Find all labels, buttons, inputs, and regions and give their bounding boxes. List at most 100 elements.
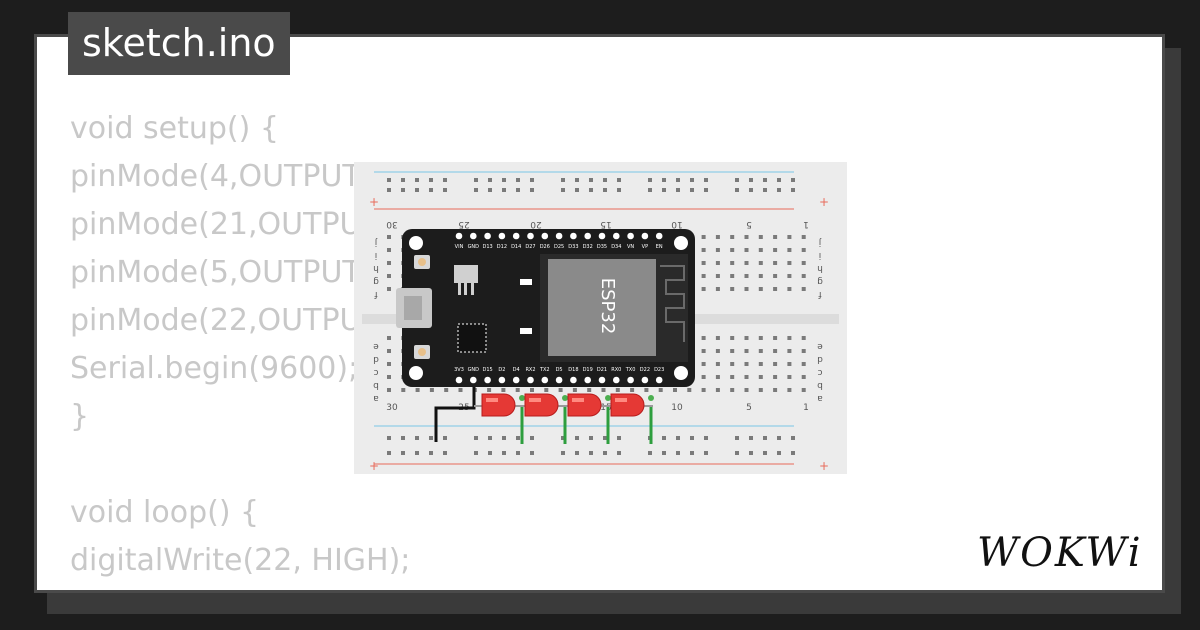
esp32-pin[interactable] [527, 232, 534, 240]
breadboard-hole [589, 178, 593, 182]
breadboard-label: 15 [600, 219, 611, 229]
mount-hole-icon [674, 366, 688, 380]
esp32-pin[interactable] [555, 232, 563, 240]
breadboard-hole [387, 362, 391, 366]
esp32-pin[interactable] [455, 232, 463, 240]
card-shadow-right [1165, 48, 1181, 614]
esp32-pin[interactable] [584, 376, 591, 384]
code-line: digitalWrite(21, LOW); [70, 585, 410, 590]
breadboard-hole [676, 436, 680, 440]
esp32-pin[interactable] [541, 232, 549, 240]
breadboard-hole [387, 261, 391, 265]
breadboard-label: h [373, 263, 379, 273]
breadboard-hole [787, 336, 792, 340]
breadboard-hole [617, 178, 621, 182]
esp32-pin-label: D18 [568, 367, 578, 373]
esp32-pin[interactable] [598, 376, 606, 384]
breadboard-label: 1 [803, 219, 809, 229]
breadboard-hole [516, 188, 520, 192]
breadboard-hole [387, 436, 391, 440]
esp32-pin-label: D22 [640, 367, 650, 373]
breadboard-hole [791, 436, 795, 440]
voltage-regulator [454, 265, 478, 283]
esp32-pin[interactable] [484, 376, 491, 384]
esp32-pin[interactable] [455, 376, 463, 384]
breadboard-hole [429, 451, 433, 455]
esp32-pin-label: D15 [482, 367, 492, 373]
breadboard-hole [387, 349, 391, 353]
esp32-pin[interactable] [484, 232, 491, 240]
breadboard-hole [673, 388, 677, 392]
breadboard-label: 15 [600, 403, 611, 413]
esp32-pin-label: GND [468, 244, 480, 250]
esp32-pin[interactable] [627, 232, 634, 240]
breadboard-hole [561, 451, 565, 455]
breadboard-hole [429, 436, 433, 440]
esp32-pin[interactable] [527, 376, 534, 384]
esp32-pin[interactable] [541, 376, 549, 384]
esp32-pin[interactable] [498, 376, 506, 384]
led[interactable] [517, 393, 568, 417]
breadboard-hole [516, 451, 520, 455]
breadboard-label: d [817, 354, 823, 364]
breadboard-hole [715, 336, 720, 340]
led-body [610, 393, 645, 417]
breadboard-hole [735, 451, 739, 455]
breadboard-hole [387, 451, 391, 455]
breadboard-label: 20 [530, 219, 542, 229]
esp32-pin[interactable] [470, 376, 477, 384]
esp32-pin[interactable] [613, 376, 620, 384]
esp32-pin[interactable] [570, 376, 577, 384]
esp32-pin[interactable] [641, 232, 649, 240]
breadboard-hole [758, 362, 763, 366]
breadboard-hole [644, 388, 649, 392]
esp32-pin[interactable] [555, 376, 563, 384]
breadboard-label: d [373, 354, 379, 364]
esp32-pin-label: VP [642, 244, 648, 250]
breadboard-label: + [369, 459, 379, 473]
esp32-pin[interactable] [498, 232, 506, 240]
esp32-pin[interactable] [613, 232, 620, 240]
code-line: digitalWrite(22, HIGH); [70, 543, 411, 578]
breadboard-label: + [819, 459, 829, 473]
breadboard-hole [777, 178, 781, 182]
esp32-pin-label: RX0 [611, 367, 621, 373]
breadboard-hole [763, 178, 767, 182]
breadboard-hole [474, 451, 478, 455]
breadboard-hole [715, 375, 720, 379]
breadboard-hole [662, 436, 666, 440]
breadboard-hole [558, 388, 563, 392]
breadboard-hole [474, 436, 478, 440]
breadboard-hole [387, 274, 391, 278]
breadboard-hole [530, 436, 534, 440]
breadboard-hole [603, 178, 607, 182]
esp32-pin[interactable] [641, 376, 649, 384]
led[interactable] [474, 393, 525, 417]
file-tab[interactable]: sketch.ino [68, 12, 290, 75]
led-highlight [529, 398, 541, 402]
breadboard-hole [787, 349, 792, 353]
esp32-pin[interactable] [570, 232, 577, 240]
breadboard-hole [690, 178, 694, 182]
led[interactable] [560, 393, 611, 417]
esp32-pin[interactable] [655, 376, 663, 384]
led[interactable] [603, 393, 654, 417]
breadboard-hole [387, 336, 391, 340]
esp32-pin[interactable] [512, 232, 520, 240]
esp32-pin[interactable] [627, 376, 634, 384]
breadboard-hole [730, 235, 735, 239]
esp32-pin[interactable] [470, 232, 477, 240]
breadboard-hole [730, 248, 735, 252]
smd-led [520, 328, 532, 334]
breadboard-hole [415, 188, 419, 192]
breadboard-hole [735, 436, 739, 440]
esp32-pin[interactable] [512, 376, 520, 384]
esp32-pin[interactable] [584, 232, 591, 240]
breadboard-hole [801, 274, 806, 278]
breadboard-hole [530, 388, 534, 392]
esp32-pin[interactable] [655, 232, 663, 240]
breadboard-label: h [817, 263, 823, 273]
esp32-pin[interactable] [598, 232, 606, 240]
code-line: Serial.begin(9600); [70, 351, 359, 386]
